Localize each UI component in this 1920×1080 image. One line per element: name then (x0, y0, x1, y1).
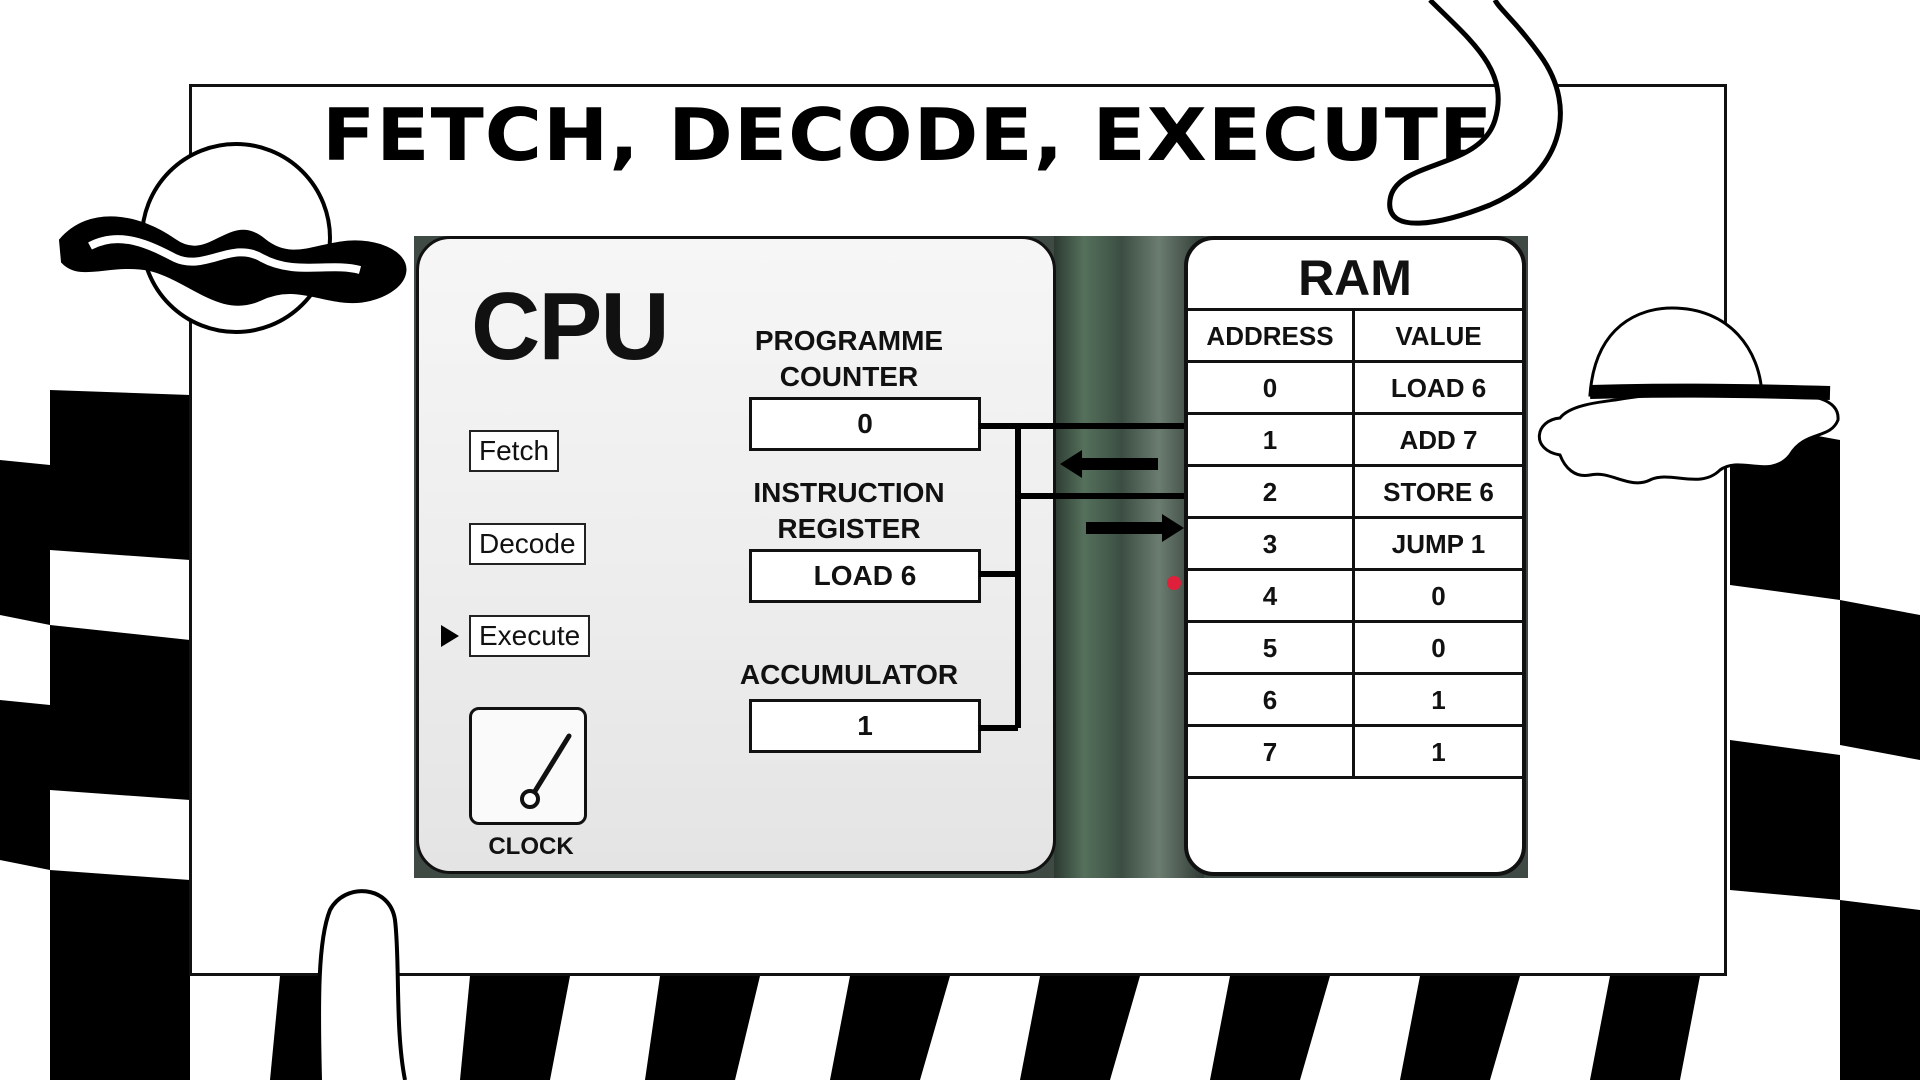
address-cell: 5 (1188, 620, 1355, 675)
data-bus (979, 423, 1184, 731)
arrow-right-icon (1086, 514, 1184, 542)
current-step-pointer-icon (441, 625, 459, 647)
fetch-step-button[interactable]: Fetch (469, 430, 560, 472)
value-cell: LOAD 6 (1352, 360, 1522, 415)
address-cell: 7 (1188, 724, 1355, 779)
execute-step-button[interactable]: Execute (469, 615, 591, 657)
ram-header-row: ADDRESS VALUE (1188, 308, 1522, 363)
programme-counter-value: 0 (749, 397, 981, 451)
cpu-ram-diagram: CPU Fetch Decode Execute CLOCK PROGRAMME… (414, 236, 1528, 878)
switch-lever-icon (520, 733, 572, 809)
value-cell: 1 (1352, 724, 1522, 779)
clock-switch[interactable] (469, 707, 587, 825)
value-cell: 0 (1352, 620, 1522, 675)
instruction-register-label: INSTRUCTION REGISTER (753, 477, 945, 544)
value-cell: 1 (1352, 672, 1522, 727)
decode-step-button[interactable]: Decode (469, 523, 586, 565)
value-cell: JUMP 1 (1352, 516, 1522, 571)
value-column-header: VALUE (1352, 308, 1522, 363)
value-cell: ADD 7 (1352, 412, 1522, 467)
accumulator-value: 1 (749, 699, 981, 753)
address-column-header: ADDRESS (1188, 308, 1355, 363)
address-cell: 2 (1188, 464, 1355, 519)
clock-label: CLOCK (488, 833, 574, 860)
address-cell: 3 (1188, 516, 1355, 571)
value-cell: 0 (1352, 568, 1522, 623)
ram-title: RAM (1298, 250, 1412, 306)
address-cell: 6 (1188, 672, 1355, 727)
address-cell: 0 (1188, 360, 1355, 415)
address-cell: 1 (1188, 412, 1355, 467)
empty-row (1188, 776, 1522, 845)
address-cell: 4 (1188, 568, 1355, 623)
programme-counter-label: PROGRAMME COUNTER (754, 325, 944, 392)
circuit-board-background (1054, 236, 1204, 878)
cpu-label: CPU (471, 273, 670, 380)
arrow-left-icon (1060, 450, 1158, 478)
value-cell: STORE 6 (1352, 464, 1522, 519)
page-title: FETCH, DECODE, EXECUTE (322, 94, 1494, 178)
accumulator-label: ACCUMULATOR (739, 659, 959, 690)
cpu-panel: CPU Fetch Decode Execute CLOCK PROGRAMME… (416, 236, 1056, 874)
indicator-dot (1167, 576, 1181, 590)
